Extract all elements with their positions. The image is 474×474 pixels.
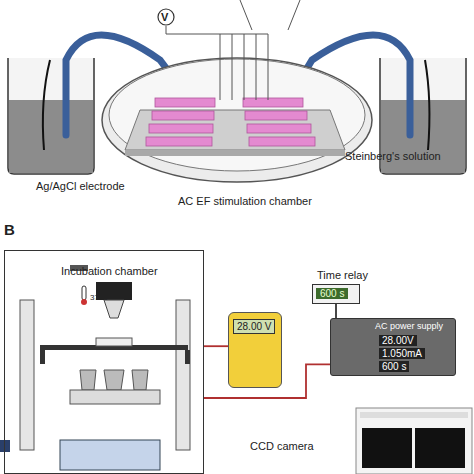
label-text: CCD camera — [250, 440, 314, 452]
label-text: AC EF stimulation chamber — [178, 195, 312, 207]
node-text: 28.00V — [379, 335, 417, 346]
microscope — [0, 265, 190, 470]
monitor — [356, 408, 472, 474]
node-text: V — [161, 11, 168, 23]
device-box: V — [157, 8, 175, 26]
device-box: Incubation chamber — [4, 250, 204, 474]
thermometer — [81, 286, 87, 305]
voltmeter-probes — [166, 26, 268, 100]
node-text: 28.00 V — [233, 319, 275, 334]
node-text: AC power supply — [375, 322, 443, 332]
node-text: 600 s — [379, 361, 409, 372]
node-text: 1.050mA — [379, 348, 425, 359]
leader-line — [288, 0, 300, 30]
culture-dish — [102, 58, 372, 182]
wire — [335, 304, 337, 318]
node-text: 600 s — [316, 288, 348, 299]
label-text: B — [4, 222, 15, 239]
leader-line — [240, 0, 252, 30]
device-box: Time relay600 s — [312, 284, 360, 304]
label-text: Ag/AgCl electrode — [36, 180, 125, 192]
left-beaker — [8, 58, 94, 174]
node-text: Incubation chamber — [61, 265, 158, 277]
device-box: AC power supply 28.00V 1.050mA 600 s — [330, 318, 456, 376]
node-text: Time relay — [317, 269, 368, 281]
label-text: 37°C — [90, 294, 108, 303]
label-text: Steinberg's solution — [345, 150, 441, 162]
stimulation-channels — [146, 98, 315, 146]
device-box: 28.00 V — [228, 312, 282, 388]
wire — [204, 345, 228, 347]
